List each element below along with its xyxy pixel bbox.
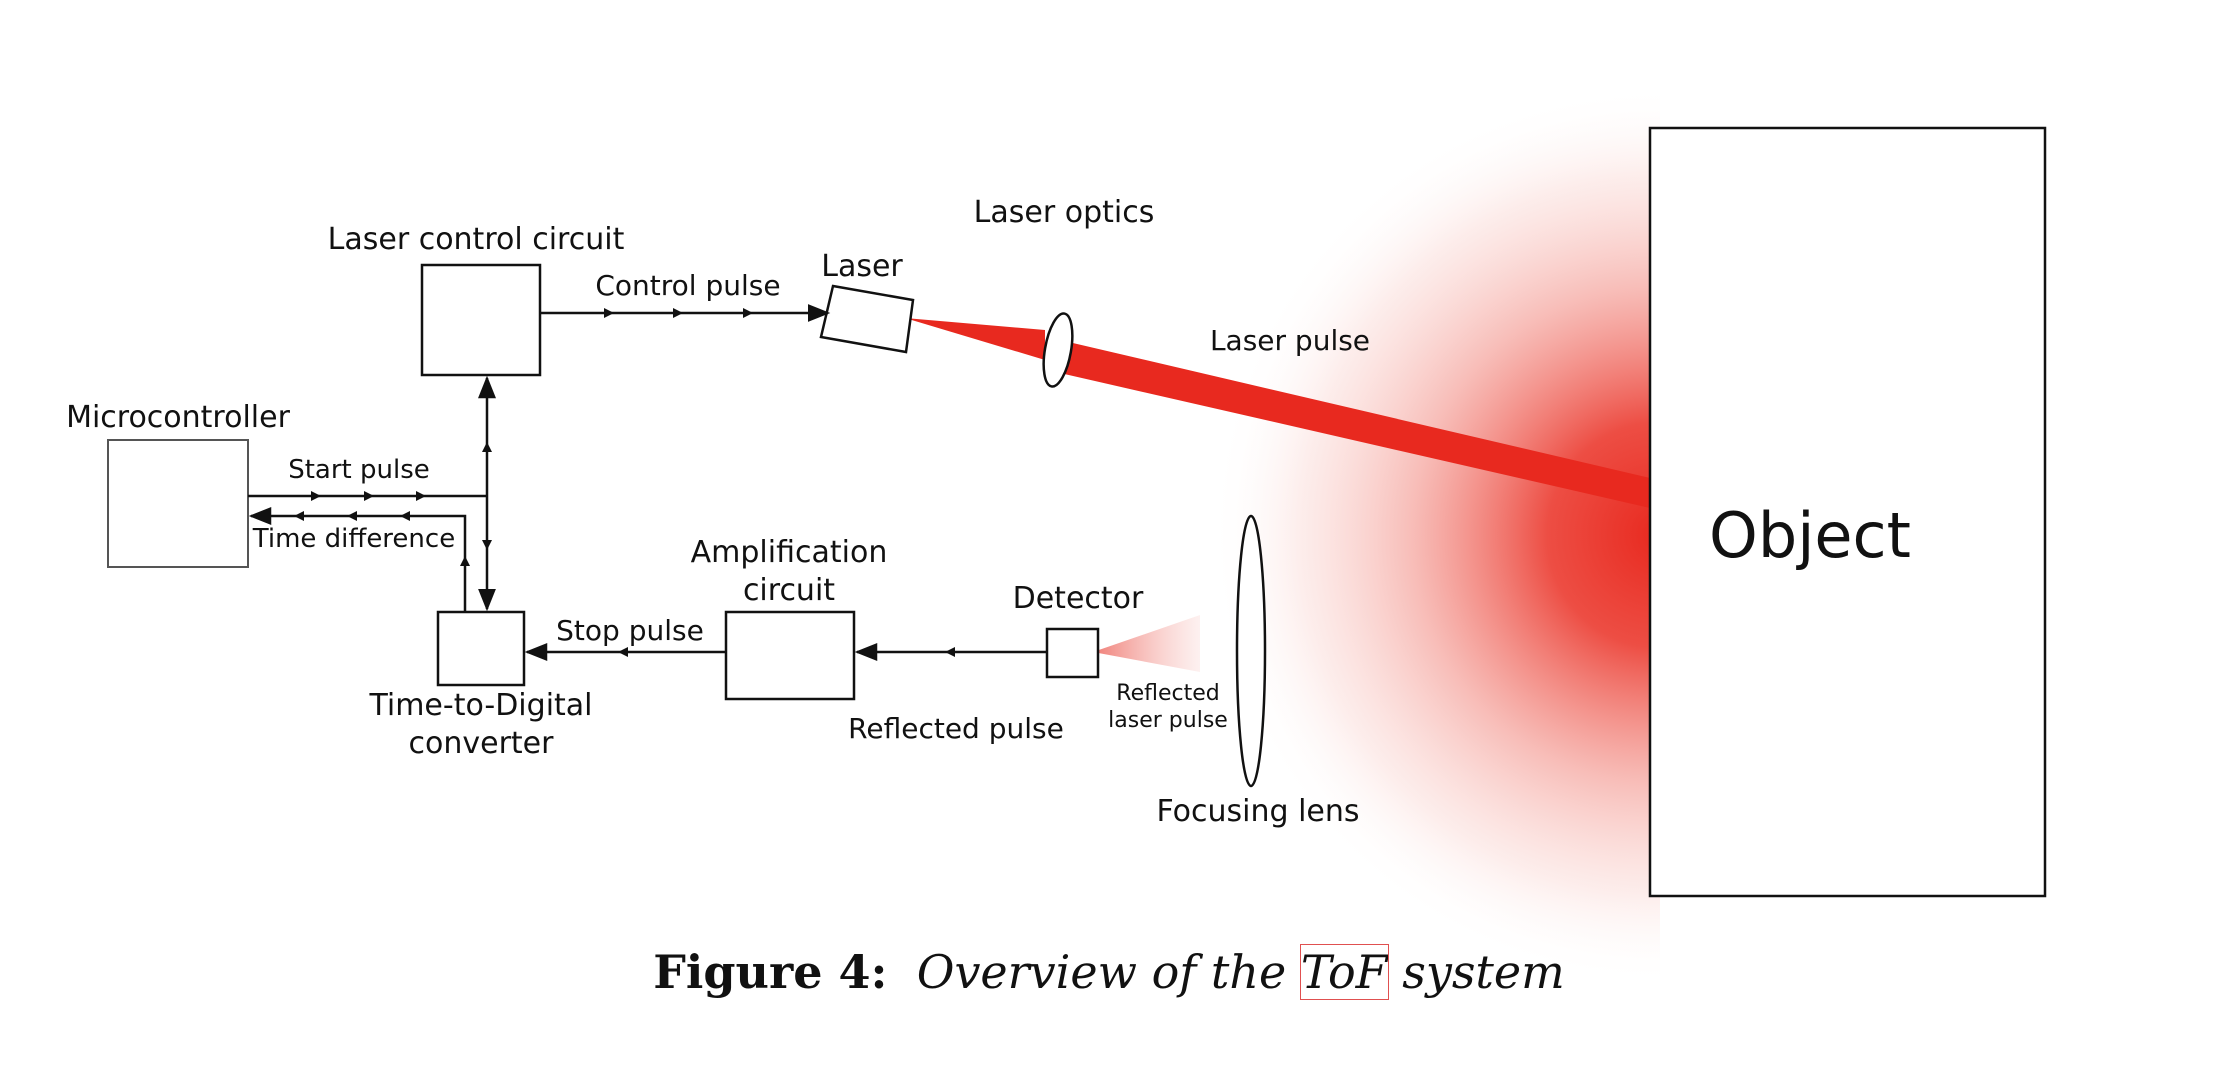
arrowhead [482,442,492,452]
laser-pulse-beam [1060,340,1650,508]
object-box [1648,126,2047,898]
laser-label: Laser [821,249,903,284]
amplification-label-line2: circuit [743,573,835,608]
arrowhead [618,647,628,657]
laser-beam [905,318,1045,360]
start-pulse-label: Start pulse [288,455,430,485]
arrowhead [364,491,374,501]
amplification-label-line1: Amplification [691,535,888,570]
stop-pulse-label: Stop pulse [556,614,704,647]
time-difference-line [248,507,467,612]
caption-text-before: Overview of the [916,945,1287,999]
tdc-label-line1: Time-to-Digital [368,688,592,723]
arrowhead [460,556,470,566]
tdc-label-line2: converter [409,726,555,761]
arrowhead [673,308,683,318]
laser-box [819,284,915,354]
reflected-pulse-label: Reflected pulse [848,712,1064,745]
focusing-lens [1235,514,1267,788]
reflected-laser-label-line2: laser pulse [1108,708,1228,733]
time-difference-label: Time difference [252,524,455,554]
laser-optics-label: Laser optics [974,195,1155,230]
arrowhead [311,491,321,501]
reflected-laser-cone [1093,615,1200,672]
focusing-lens-label: Focusing lens [1156,794,1359,829]
microcontroller-label: Microcontroller [66,400,291,435]
figure-number: Figure 4: [653,945,888,999]
arrowhead [604,308,614,318]
arrowhead [400,511,410,521]
arrowhead [416,491,426,501]
laser-optics-lens [1042,312,1074,388]
detector-box [1045,627,1100,679]
arrowhead [945,647,955,657]
arrowhead [347,511,357,521]
arrowhead [482,540,492,550]
detector-label: Detector [1013,581,1144,616]
arrowhead [743,308,753,318]
figure-caption: Figure 4: Overview of the ToF system [0,944,2218,1015]
caption-acronym-link[interactable]: ToF [1299,944,1389,1000]
flow-arrowheads [294,308,955,657]
laser-control-circuit-label: Laser control circuit [328,222,625,257]
tdc-box [436,610,526,687]
reflection-glow [1210,80,1660,1040]
control-pulse-label: Control pulse [595,269,780,302]
laser-pulse-label: Laser pulse [1210,324,1370,357]
arrowhead [294,511,304,521]
amplification-circuit-box [724,610,856,701]
object-label: Object [1709,499,1911,572]
laser-control-circuit-box [420,263,542,377]
caption-text-after: system [1402,945,1565,999]
microcontroller-box [107,439,249,568]
reflected-laser-label-line1: Reflected [1116,681,1219,706]
